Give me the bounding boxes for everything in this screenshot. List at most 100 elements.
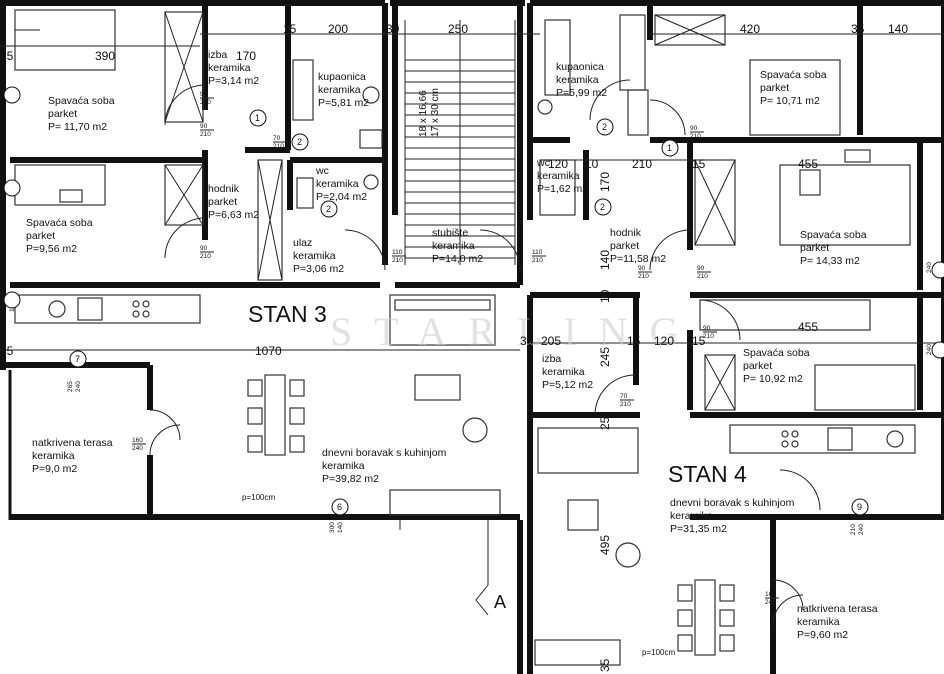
svg-text:90: 90 [690, 125, 698, 132]
svg-text:100: 100 [918, 344, 925, 355]
svg-text:210: 210 [200, 253, 211, 260]
door-tags: 9021070210902101102101102109021090210902… [132, 91, 779, 606]
svg-text:140: 140 [337, 522, 344, 533]
stan3-label: STAN 3 [248, 301, 327, 327]
window-tag: 300 140 [329, 522, 344, 533]
window-tag: 265 240 [67, 381, 82, 392]
dim-210: 210 [632, 157, 652, 171]
svg-text:90: 90 [697, 265, 705, 272]
axis-marker [3, 291, 21, 309]
svg-text:210: 210 [703, 333, 714, 340]
axis-marker [931, 261, 944, 279]
svg-text:7: 7 [75, 354, 80, 364]
svg-text:90: 90 [200, 91, 208, 98]
svg-text:90: 90 [638, 265, 646, 272]
svg-text:210: 210 [200, 99, 211, 106]
dim-120: 120 [548, 157, 568, 171]
dim-10: 10 [585, 157, 599, 171]
dim-15b: 15 [692, 157, 706, 171]
watermark: STARLING [330, 309, 701, 354]
marker-2: 2 [320, 200, 338, 218]
axis-marker [3, 179, 21, 197]
chair [289, 379, 305, 397]
marker-7: 7 [69, 350, 87, 368]
dim-390: 390 [95, 49, 115, 63]
svg-text:210: 210 [638, 273, 649, 280]
dim-top-250: 250 [448, 22, 468, 36]
chair [247, 435, 263, 453]
chair [247, 407, 263, 425]
dim-205: 205 [541, 334, 561, 348]
svg-text:240: 240 [926, 344, 933, 355]
svg-text:210: 210 [697, 273, 708, 280]
svg-text:160: 160 [765, 591, 776, 598]
marker-2: 2 [291, 133, 309, 151]
railing-a: p=100cm [242, 493, 275, 502]
chair [289, 435, 305, 453]
dim-15: 15 [283, 22, 297, 36]
svg-text:210: 210 [620, 401, 631, 408]
svg-text:1: 1 [255, 113, 260, 123]
dim-120b: 120 [654, 334, 674, 348]
chair [677, 634, 693, 652]
svg-text:210: 210 [690, 133, 701, 140]
section-mark-label: A [494, 592, 506, 612]
dim-top-140: 140 [888, 22, 908, 36]
svg-text:70: 70 [620, 393, 628, 400]
chair [719, 634, 735, 652]
svg-text:70: 70 [273, 135, 281, 142]
svg-text:210: 210 [532, 257, 543, 264]
dim-15d: 15 [692, 334, 706, 348]
svg-text:90: 90 [703, 325, 711, 332]
section-mark: A [475, 520, 506, 616]
svg-text:210: 210 [850, 524, 857, 535]
dim-140: 140 [598, 250, 612, 270]
svg-text:160: 160 [132, 437, 143, 444]
svg-text:110: 110 [392, 249, 403, 256]
axis-marker [931, 341, 944, 359]
dim-170: 170 [236, 49, 256, 63]
svg-text:2: 2 [600, 202, 605, 212]
chair [677, 609, 693, 627]
dim-1070: 1070 [255, 344, 282, 358]
marker-2: 2 [594, 198, 612, 216]
window-tag: 210 240 [850, 524, 865, 535]
stan4-label: STAN 4 [668, 461, 747, 487]
svg-text:1: 1 [667, 143, 672, 153]
window-tag: 100 240 [918, 262, 933, 273]
svg-text:265: 265 [67, 381, 74, 392]
dim-10v: 10 [598, 289, 612, 303]
dim-15c: 15 [627, 334, 641, 348]
svg-text:110: 110 [532, 249, 543, 256]
axis-marker [3, 86, 21, 104]
railing-b: p=100cm [642, 648, 675, 657]
dim-495: 495 [598, 535, 612, 555]
dim-top-420: 420 [740, 22, 760, 36]
